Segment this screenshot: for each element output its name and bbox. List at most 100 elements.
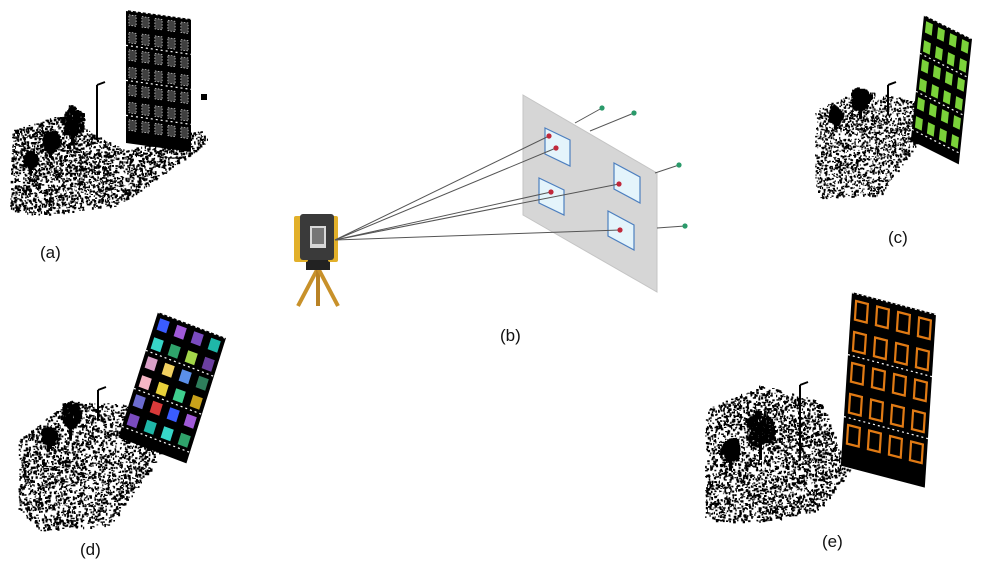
window xyxy=(910,409,927,434)
window xyxy=(161,362,175,378)
building-facade xyxy=(118,312,226,464)
window-fill xyxy=(167,125,176,137)
window-fill xyxy=(180,57,189,69)
window xyxy=(889,403,906,428)
road-marking xyxy=(819,164,896,196)
panel-a-point-cloud xyxy=(10,9,209,216)
hit-point xyxy=(546,133,552,139)
window xyxy=(150,337,164,353)
facade-ledge xyxy=(133,387,203,415)
window-fill xyxy=(180,74,189,86)
window xyxy=(908,440,925,465)
facade-ledge xyxy=(919,52,969,78)
tree-trunk xyxy=(71,120,74,146)
ray-end-point xyxy=(682,223,688,229)
window xyxy=(912,378,929,403)
tree-trunk xyxy=(834,115,837,130)
ray-end-point xyxy=(599,105,605,111)
window xyxy=(932,65,941,80)
window-fill xyxy=(154,18,163,30)
window xyxy=(851,330,868,355)
ray-end-point xyxy=(631,110,637,116)
point-cloud-points xyxy=(705,385,852,524)
panel-c-label: (c) xyxy=(888,228,908,247)
window xyxy=(183,413,197,429)
window xyxy=(178,369,192,385)
window xyxy=(166,407,180,423)
window xyxy=(138,375,152,391)
panel-b-label: (b) xyxy=(500,326,521,345)
panel-b-ray-diagram xyxy=(294,94,688,307)
window-fill xyxy=(141,86,150,99)
window xyxy=(960,39,969,54)
window xyxy=(144,356,158,372)
tree-trunk xyxy=(49,140,52,158)
window xyxy=(173,324,187,340)
panel-d-point-cloud xyxy=(18,311,227,532)
building-facade xyxy=(126,10,191,152)
window-fill xyxy=(180,22,189,34)
panel-d-label: (d) xyxy=(80,540,101,559)
window xyxy=(944,71,953,86)
window xyxy=(924,21,933,36)
facade-ledge xyxy=(911,128,961,154)
window-fill xyxy=(167,20,176,32)
window xyxy=(950,134,959,149)
laser-ray xyxy=(334,191,552,241)
window xyxy=(156,318,170,334)
window xyxy=(207,337,221,353)
window xyxy=(936,27,945,42)
window xyxy=(895,310,912,335)
window-fill xyxy=(180,92,189,104)
street-lamp-arm xyxy=(96,81,106,86)
tree-trunk xyxy=(47,435,50,451)
hit-point xyxy=(553,145,559,151)
window-fill xyxy=(167,90,176,102)
laser-ray xyxy=(334,147,557,241)
hit-point xyxy=(616,181,622,187)
window-fill xyxy=(128,84,137,97)
panel-c-point-cloud xyxy=(815,14,973,200)
window xyxy=(928,103,937,118)
point-cloud-points xyxy=(815,90,936,200)
tree-trunk xyxy=(859,98,862,119)
window-fill xyxy=(180,39,189,51)
window-fill xyxy=(180,127,189,139)
window xyxy=(172,388,186,404)
window xyxy=(167,343,181,359)
window-fill xyxy=(141,121,150,134)
tree-trunk xyxy=(69,415,72,439)
window xyxy=(914,116,923,131)
window-fill xyxy=(154,88,163,100)
window xyxy=(946,52,955,67)
window-fill xyxy=(128,119,137,132)
facade-ledge xyxy=(125,114,192,125)
window xyxy=(195,375,209,391)
window-fill xyxy=(167,107,176,120)
window xyxy=(922,40,931,55)
street-lamp-arm xyxy=(887,81,897,86)
window-fill xyxy=(128,32,137,44)
facade-ledge xyxy=(125,9,192,20)
window-fill xyxy=(141,104,150,116)
window xyxy=(948,33,957,48)
window-fill xyxy=(167,55,176,67)
window-fill xyxy=(128,49,137,62)
window xyxy=(201,356,215,372)
facade-ledge xyxy=(121,425,191,453)
ray-extension xyxy=(654,164,680,174)
panel-e-point-cloud xyxy=(705,292,937,524)
window xyxy=(868,398,885,423)
window-fill xyxy=(154,53,163,65)
window xyxy=(918,78,927,93)
window xyxy=(155,381,169,397)
window xyxy=(956,77,965,92)
window xyxy=(847,392,864,417)
window-fill xyxy=(154,35,163,48)
window-fill xyxy=(128,102,137,114)
sign-marker xyxy=(201,94,207,100)
laser-ray xyxy=(334,229,621,241)
window xyxy=(126,413,140,429)
road-marking xyxy=(39,174,141,211)
window xyxy=(849,361,866,386)
